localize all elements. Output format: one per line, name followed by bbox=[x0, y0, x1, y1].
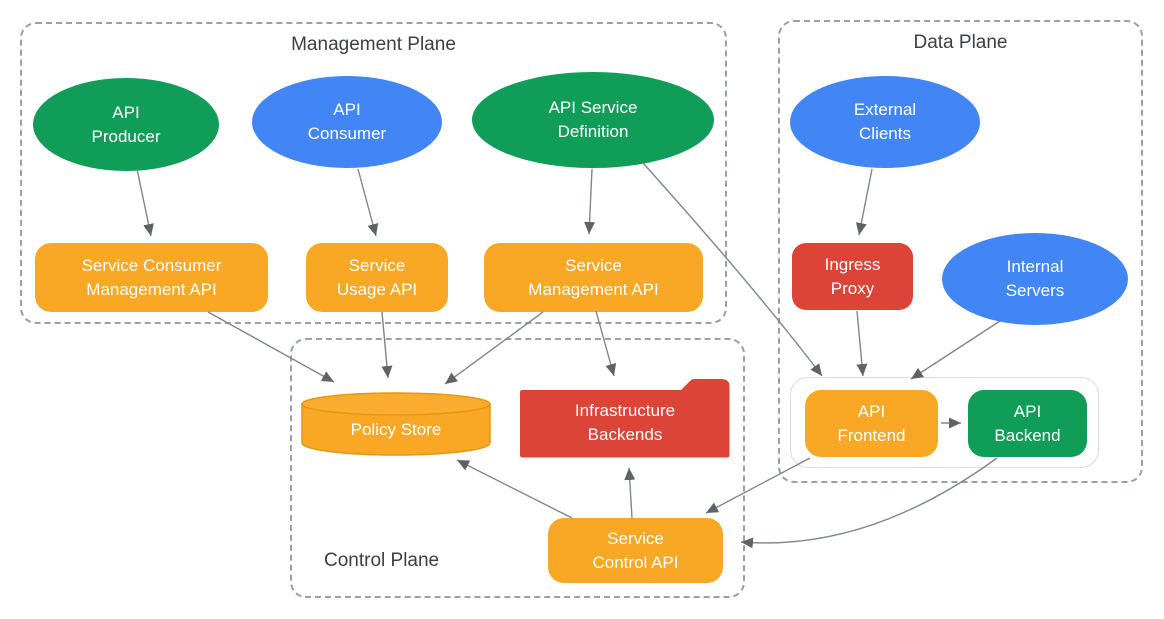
data-plane-title: Data Plane bbox=[913, 32, 1008, 53]
management-plane-title: Management Plane bbox=[291, 34, 456, 55]
node-scma-label-line2: Management API bbox=[86, 279, 217, 299]
node-api-frontend-label-line2: Frontend bbox=[837, 425, 906, 445]
node-infrastructure-backends-label-line2: Backends bbox=[587, 424, 663, 444]
node-api-frontend: API Frontend bbox=[805, 390, 938, 457]
node-service-control-api: Service Control API bbox=[548, 518, 723, 583]
node-service-management-api: Service Management API bbox=[484, 243, 703, 312]
node-external-clients-label-line2: Clients bbox=[859, 124, 911, 143]
node-api-service-definition: API Service Definition bbox=[472, 72, 714, 168]
node-policy-store-label: Policy Store bbox=[302, 406, 490, 453]
node-service-management-api-label-line2: Management API bbox=[528, 279, 659, 299]
node-api-service-definition-label-line2: Definition bbox=[557, 122, 629, 141]
node-ingress-proxy-label-line1: Ingress bbox=[824, 254, 881, 274]
node-internal-servers: Internal Servers bbox=[942, 233, 1128, 325]
node-service-control-api-label-line2: Control API bbox=[592, 552, 679, 572]
node-policy-store-label-line1: Policy Store bbox=[350, 419, 442, 439]
node-infrastructure-backends-label-line1: Infrastructure bbox=[574, 400, 676, 420]
node-api-consumer-label-line2: Consumer bbox=[307, 124, 387, 143]
node-api-producer-label-line2: Producer bbox=[91, 126, 161, 146]
node-service-control-api-label-line1: Service bbox=[607, 528, 664, 548]
node-internal-servers-label-line2: Servers bbox=[1005, 281, 1065, 300]
node-api-producer: API Producer bbox=[33, 78, 219, 171]
node-api-backend: API Backend bbox=[968, 390, 1087, 457]
node-api-service-definition-label-line1: API Service bbox=[548, 98, 638, 117]
node-service-usage-api-label-line2: Usage API bbox=[336, 279, 418, 299]
node-api-consumer: API Consumer bbox=[252, 76, 442, 168]
node-api-frontend-label-line1: API bbox=[857, 401, 886, 421]
node-ingress-proxy-label-line2: Proxy bbox=[830, 278, 875, 298]
node-external-clients: External Clients bbox=[790, 76, 980, 168]
node-api-backend-label-line1: API bbox=[1013, 401, 1042, 421]
node-infrastructure-backends-label: Infrastructure Backends bbox=[520, 388, 730, 457]
node-api-consumer-label-line1: API bbox=[333, 100, 361, 119]
node-service-management-api-label-line1: Service bbox=[565, 255, 622, 275]
control-plane-title: Control Plane bbox=[324, 550, 440, 571]
node-service-usage-api: Service Usage API bbox=[306, 243, 448, 312]
node-api-backend-label-line2: Backend bbox=[994, 425, 1061, 445]
node-external-clients-label-line1: External bbox=[853, 100, 917, 119]
node-ingress-proxy: Ingress Proxy bbox=[792, 243, 913, 310]
node-scma-label-line1: Service Consumer bbox=[81, 255, 222, 275]
node-api-producer-label-line1: API bbox=[112, 102, 140, 122]
node-service-usage-api-label-line1: Service bbox=[348, 255, 406, 275]
node-service-consumer-management-api: Service Consumer Management API bbox=[35, 243, 268, 312]
node-internal-servers-label-line1: Internal bbox=[1006, 257, 1064, 276]
